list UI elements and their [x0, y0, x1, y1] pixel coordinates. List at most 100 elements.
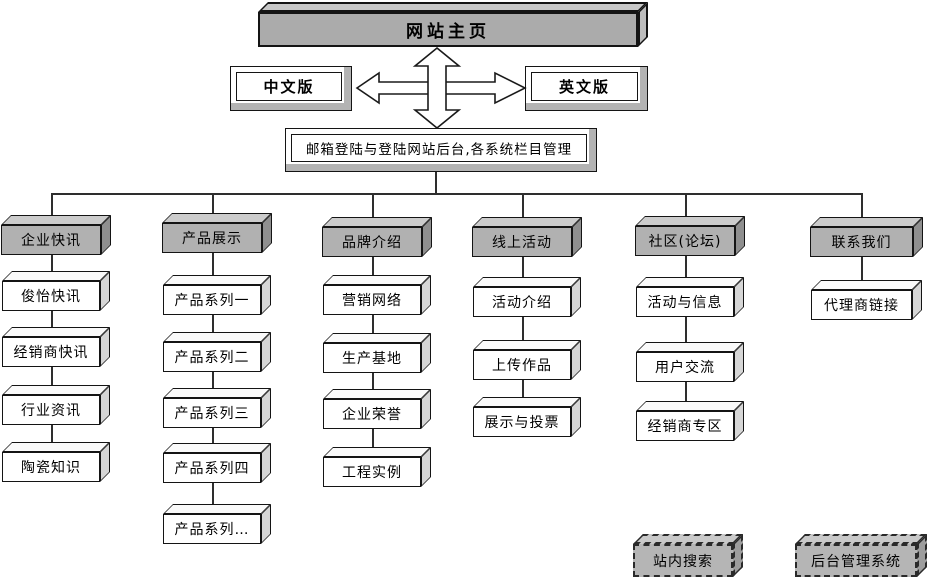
column-1-item-0: 产品系列一	[163, 275, 271, 315]
connector-item-link	[212, 315, 214, 344]
column-2-item-0-label: 营销网络	[323, 285, 421, 315]
column-1-item-2: 产品系列三	[163, 388, 271, 428]
column-0-item-2-label: 行业资讯	[2, 395, 100, 425]
column-5-item-0: 代理商链接	[811, 280, 922, 320]
connector-item-link	[51, 311, 53, 339]
column-3-item-1: 上传作品	[473, 340, 581, 380]
column-1-item-1: 产品系列二	[163, 332, 271, 372]
connector-item-link	[372, 373, 374, 401]
box-top-face	[2, 271, 110, 281]
node-english-version-label: 英文版	[531, 72, 638, 101]
box-top-face	[2, 385, 110, 395]
column-4-item-0-label: 活动与信息	[636, 287, 734, 317]
column-4-header-label: 社区(论坛)	[635, 226, 735, 256]
box-top-face	[635, 216, 745, 226]
connector-item-link	[212, 483, 214, 516]
column-1-header: 产品展示	[162, 213, 272, 253]
box-top-face	[163, 443, 271, 453]
column-0-item-0-label: 俊怡快讯	[2, 281, 100, 311]
connector-item-link	[372, 315, 374, 345]
connector-item-link	[685, 256, 687, 289]
box-top-face	[163, 275, 271, 285]
box-top-face	[2, 327, 110, 337]
node-admin-system: 后台管理系统	[795, 534, 927, 577]
column-2-item-3: 工程实例	[323, 447, 431, 487]
box-right-face	[638, 2, 648, 47]
connector-admin-drop	[435, 172, 437, 194]
column-0-item-2: 行业资讯	[2, 385, 110, 425]
node-site-home: 网站主页	[258, 2, 648, 47]
box-top-face	[1, 215, 111, 225]
node-chinese-version-label: 中文版	[236, 72, 342, 101]
box-top-face	[162, 213, 272, 223]
connector-item-link	[51, 425, 53, 454]
box-top-face	[323, 333, 431, 343]
connector-header-drop	[522, 193, 524, 229]
column-1-item-1-label: 产品系列二	[163, 342, 261, 372]
column-0-item-3: 陶瓷知识	[2, 442, 110, 482]
node-admin-system-label: 后台管理系统	[795, 544, 917, 577]
column-5-header: 联系我们	[810, 217, 923, 257]
box-top-face	[472, 217, 582, 227]
column-2-header: 品牌介绍	[322, 217, 432, 257]
box-top-face	[323, 447, 431, 457]
column-3-item-2: 展示与投票	[473, 397, 581, 437]
connector-item-link	[685, 317, 687, 354]
box-top-face	[323, 275, 431, 285]
node-login-admin-bar-label: 邮箱登陆与登陆网站后台,各系统栏目管理	[291, 134, 587, 162]
column-5-item-0-label: 代理商链接	[811, 290, 912, 320]
column-3-item-0: 活动介绍	[473, 277, 581, 317]
column-2-header-label: 品牌介绍	[322, 227, 422, 257]
box-top-face	[473, 277, 581, 287]
box-top-face	[473, 340, 581, 350]
box-top-face	[163, 504, 271, 514]
column-1-header-label: 产品展示	[162, 223, 262, 253]
connector-item-link	[522, 257, 524, 289]
column-4-item-2-label: 经销商专区	[636, 411, 734, 441]
box-top-face	[795, 534, 927, 544]
connector-bus	[51, 193, 863, 195]
column-4-item-1: 用户交流	[636, 342, 744, 382]
connector-item-link	[685, 382, 687, 413]
connector-header-drop	[372, 193, 374, 229]
column-0-item-0: 俊怡快讯	[2, 271, 110, 311]
four-way-arrow-icon	[355, 46, 527, 130]
connector-item-link	[861, 257, 863, 292]
column-2-item-1: 生产基地	[323, 333, 431, 373]
node-login-admin-bar: 邮箱登陆与登陆网站后台,各系统栏目管理	[285, 128, 597, 172]
node-site-home-label: 网站主页	[258, 12, 638, 47]
box-top-face	[163, 388, 271, 398]
column-0-item-1-label: 经销商快讯	[2, 337, 100, 367]
column-3-header-label: 线上活动	[472, 227, 572, 257]
column-4-header: 社区(论坛)	[635, 216, 745, 256]
box-top-face	[636, 401, 744, 411]
connector-item-link	[522, 317, 524, 352]
box-top-face	[811, 280, 922, 290]
box-top-face	[636, 277, 744, 287]
box-top-face	[163, 332, 271, 342]
connector-item-link	[372, 257, 374, 287]
node-chinese-version: 中文版	[230, 66, 352, 111]
column-2-item-3-label: 工程实例	[323, 457, 421, 487]
column-0-item-3-label: 陶瓷知识	[2, 452, 100, 482]
box-top-face	[633, 534, 743, 544]
node-site-search-label: 站内搜索	[633, 544, 733, 577]
box-top-face	[2, 442, 110, 452]
box-top-face	[322, 217, 432, 227]
box-top-face	[323, 389, 431, 399]
column-4-item-0: 活动与信息	[636, 277, 744, 317]
column-3-item-2-label: 展示与投票	[473, 407, 571, 437]
box-top-face	[636, 342, 744, 352]
connector-item-link	[522, 380, 524, 409]
node-english-version: 英文版	[525, 66, 648, 111]
node-site-search: 站内搜索	[633, 534, 743, 577]
connector-item-link	[372, 429, 374, 459]
box-top-face	[810, 217, 923, 227]
column-1-item-3-label: 产品系列四	[163, 453, 261, 483]
connector-header-drop	[685, 193, 687, 228]
column-0-header: 企业快讯	[1, 215, 111, 255]
column-2-item-2-label: 企业荣誉	[323, 399, 421, 429]
column-3-header: 线上活动	[472, 217, 582, 257]
column-4-item-2: 经销商专区	[636, 401, 744, 441]
